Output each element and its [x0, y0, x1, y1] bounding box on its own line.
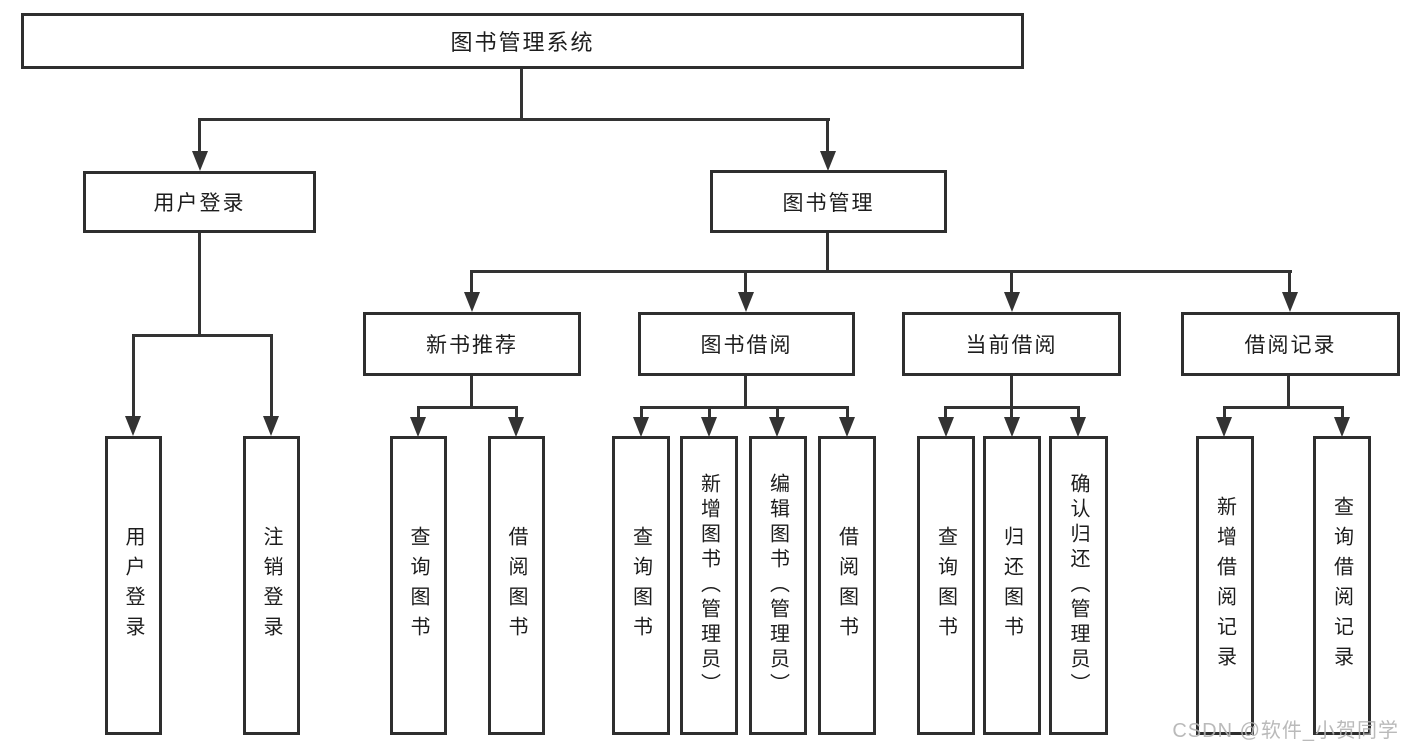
- node-book-borrow: 图书借阅: [638, 312, 855, 376]
- connector-line: [826, 233, 829, 273]
- arrow-down-icon: [1282, 292, 1298, 312]
- arrow-down-icon: [938, 417, 954, 437]
- arrow-down-icon: [701, 417, 717, 437]
- leaf-borrow-add-admin: 新增图书（管理员）: [680, 436, 738, 735]
- connector-line: [846, 408, 849, 421]
- node-current-borrow: 当前借阅: [902, 312, 1121, 376]
- connector-line: [470, 376, 473, 408]
- arrow-down-icon: [738, 292, 754, 312]
- connector-line: [417, 408, 420, 421]
- leaf-newbook-borrow: 借阅图书: [488, 436, 545, 735]
- connector-line: [1223, 408, 1226, 421]
- connector-line: [1010, 376, 1013, 408]
- connector-line: [470, 272, 473, 294]
- connector-line: [520, 69, 523, 121]
- arrow-down-icon: [125, 416, 141, 436]
- leaf-logout: 注销登录: [243, 436, 300, 735]
- connector-line: [1223, 406, 1344, 409]
- connector-line: [1010, 408, 1013, 421]
- arrow-down-icon: [839, 417, 855, 437]
- leaf-user-login: 用户登录: [105, 436, 162, 735]
- node-user-login: 用户登录: [83, 171, 316, 233]
- leaf-current-confirm-admin: 确认归还（管理员）: [1049, 436, 1108, 735]
- arrow-down-icon: [410, 417, 426, 437]
- arrow-down-icon: [1216, 417, 1232, 437]
- connector-line: [470, 270, 1292, 273]
- arrow-down-icon: [508, 417, 524, 437]
- connector-line: [1288, 272, 1291, 294]
- connector-line: [640, 408, 643, 421]
- connector-line: [776, 408, 779, 421]
- connector-line: [944, 408, 947, 421]
- connector-line: [1287, 376, 1290, 408]
- connector-line: [744, 376, 747, 408]
- connector-line: [1010, 272, 1013, 294]
- arrow-down-icon: [1004, 292, 1020, 312]
- watermark: CSDN @软件_小贺同学: [1172, 720, 1399, 742]
- arrow-down-icon: [1004, 417, 1020, 437]
- arrow-down-icon: [263, 416, 279, 436]
- leaf-current-return: 归还图书: [983, 436, 1041, 735]
- leaf-records-query: 查询借阅记录: [1313, 436, 1371, 735]
- connector-line: [198, 120, 201, 154]
- connector-line: [515, 408, 518, 421]
- arrow-down-icon: [464, 292, 480, 312]
- leaf-borrow-query: 查询图书: [612, 436, 670, 735]
- leaf-borrow-edit-admin: 编辑图书（管理员）: [749, 436, 807, 735]
- arrow-down-icon: [633, 417, 649, 437]
- node-borrow-records: 借阅记录: [1181, 312, 1400, 376]
- arrow-down-icon: [820, 151, 836, 171]
- connector-line: [132, 334, 273, 337]
- connector-line: [198, 118, 830, 121]
- arrow-down-icon: [1070, 417, 1086, 437]
- arrow-down-icon: [1334, 417, 1350, 437]
- connector-line: [744, 272, 747, 294]
- leaf-borrow-borrow: 借阅图书: [818, 436, 876, 735]
- leaf-current-query: 查询图书: [917, 436, 975, 735]
- node-root: 图书管理系统: [21, 13, 1024, 69]
- arrow-down-icon: [192, 151, 208, 171]
- connector-line: [826, 120, 829, 154]
- connector-line: [198, 233, 201, 336]
- leaf-newbook-query: 查询图书: [390, 436, 447, 735]
- connector-line: [708, 408, 711, 421]
- node-book-management: 图书管理: [710, 170, 947, 233]
- connector-line: [1077, 408, 1080, 421]
- connector-line: [1341, 408, 1344, 421]
- connector-line: [944, 406, 1080, 409]
- connector-line: [417, 406, 518, 409]
- leaf-records-add: 新增借阅记录: [1196, 436, 1254, 735]
- connector-line: [270, 336, 273, 418]
- connector-line: [640, 406, 849, 409]
- node-new-book-recommend: 新书推荐: [363, 312, 581, 376]
- connector-line: [132, 336, 135, 418]
- arrow-down-icon: [769, 417, 785, 437]
